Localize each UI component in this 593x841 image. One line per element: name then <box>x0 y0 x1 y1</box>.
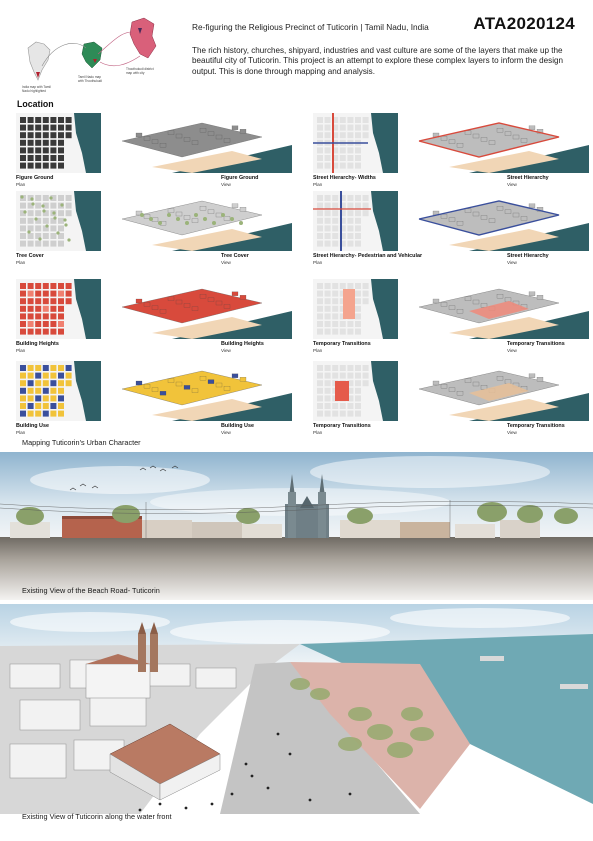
view-title: Street Hierarchy <box>507 253 549 259</box>
power-lines <box>0 500 593 538</box>
plan-title: Temporary Transitions <box>313 423 371 429</box>
beach-road <box>220 662 420 814</box>
elevation-caption: Existing View of the Beach Road- Tuticor… <box>22 586 160 595</box>
view-title: Building Heights <box>221 341 264 347</box>
plan-map <box>313 279 398 339</box>
mapping-caption: Mapping Tuticorin's Urban Character <box>22 438 141 447</box>
plan-label: Plan <box>16 430 26 435</box>
view-title: Figure Ground <box>221 175 259 181</box>
view-title: Street Hierarchy <box>507 175 549 181</box>
axonometric-view <box>418 370 589 421</box>
plan-map <box>16 279 101 339</box>
tamil-nadu-map <box>81 41 103 69</box>
church-perspective <box>85 622 158 699</box>
plan-label: Plan <box>313 260 323 265</box>
axonometric-view <box>121 370 292 421</box>
plan-title: Figure Ground <box>16 175 54 181</box>
view-label: View <box>507 348 517 353</box>
plan-title: Temporary Transitions <box>313 341 371 347</box>
axonometric-view <box>418 122 589 173</box>
project-intro: The rich history, churches, shipyard, in… <box>192 46 563 76</box>
svg-text:Thoothukudi district: Thoothukudi district <box>126 67 154 71</box>
axonometric-view <box>121 288 292 339</box>
svg-text:with Thoothukudi: with Thoothukudi <box>78 79 102 83</box>
streetscape-buildings <box>10 474 540 538</box>
project-subtitle: Re-figuring the Religious Precinct of Tu… <box>192 22 429 32</box>
plan-map <box>16 361 101 421</box>
plan-label: Plan <box>313 348 323 353</box>
india-map <box>27 41 51 81</box>
plan-map <box>313 191 398 251</box>
project-code: ATA2020124 <box>473 14 575 33</box>
plan-title: Tree Cover <box>16 253 44 259</box>
view-label: View <box>221 182 231 187</box>
plan-map <box>16 113 101 173</box>
plan-label: Plan <box>16 260 26 265</box>
svg-text:map with city: map with city <box>126 71 145 75</box>
view-title: Temporary Transitions <box>507 341 565 347</box>
header: India map with Tamil Nadu highlighted Ta… <box>0 0 593 110</box>
waterfront-perspective <box>0 604 593 814</box>
view-label: View <box>221 430 231 435</box>
plan-title: Street Hierarchy- Pedestrian and Vehicul… <box>313 253 423 259</box>
axonometric-view <box>418 288 589 339</box>
location-title: Location <box>17 99 54 109</box>
view-label: View <box>221 260 231 265</box>
view-label: View <box>507 182 517 187</box>
boat <box>480 656 504 661</box>
pedestrians <box>138 732 352 812</box>
birds-flock <box>69 465 179 491</box>
plaza-trees <box>290 678 434 758</box>
axonometric-view <box>418 200 589 251</box>
plan-title: Building Use <box>16 423 49 429</box>
view-title: Tree Cover <box>221 253 249 259</box>
svg-text:Nadu highlighted: Nadu highlighted <box>22 89 46 93</box>
plan-map <box>313 113 398 173</box>
view-label: View <box>221 348 231 353</box>
thoothukudi-district-map <box>129 17 157 59</box>
plan-map <box>313 361 398 421</box>
plan-map <box>16 191 101 251</box>
mapping-cell-street2: Street Hierarchy- Pedestrian and Vehicul… <box>313 191 593 275</box>
plan-label: Plan <box>313 430 323 435</box>
view-title: Building Use <box>221 423 254 429</box>
perspective-caption: Existing View of Tuticorin along the wat… <box>22 812 172 821</box>
plan-title: Building Heights <box>16 341 59 347</box>
beach-road-elevation <box>0 452 593 600</box>
view-label: View <box>507 260 517 265</box>
axonometric-view <box>121 122 292 173</box>
svg-text:Tamil Nadu map: Tamil Nadu map <box>78 75 101 79</box>
location-key-map: India map with Tamil Nadu highlighted Ta… <box>22 17 157 93</box>
plan-label: Plan <box>16 182 26 187</box>
view-label: View <box>507 430 517 435</box>
boat <box>560 684 588 689</box>
svg-text:India map with Tamil: India map with Tamil <box>22 85 51 89</box>
plan-label: Plan <box>313 182 323 187</box>
plan-title: Street Hierarchy- Widths <box>313 175 376 181</box>
axonometric-view <box>121 200 292 251</box>
plan-label: Plan <box>16 348 26 353</box>
view-title: Temporary Transitions <box>507 423 565 429</box>
